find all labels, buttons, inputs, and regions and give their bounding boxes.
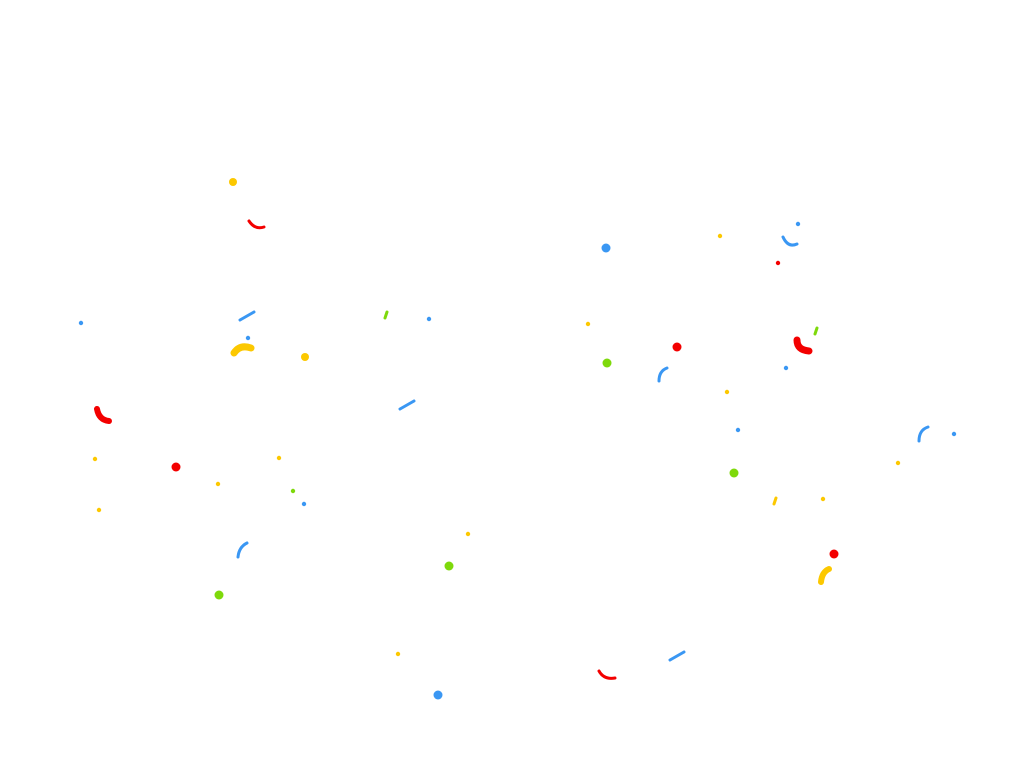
confetti-dot (433, 690, 443, 700)
confetti-dot (717, 233, 723, 239)
confetti-dot (301, 353, 309, 361)
confetti-dot (724, 389, 730, 395)
confetti-dot (276, 455, 282, 461)
confetti-dot (783, 365, 789, 371)
confetti-dash (813, 326, 819, 336)
confetti-dot (245, 335, 251, 341)
confetti-dot (672, 342, 682, 352)
confetti-dot (585, 321, 591, 327)
confetti-dot (775, 260, 781, 266)
confetti-dot (951, 431, 957, 437)
confetti-arc (247, 219, 266, 230)
confetti-comma (818, 566, 832, 585)
confetti-arc (597, 669, 617, 680)
confetti-dot (820, 496, 826, 502)
confetti-arc (236, 541, 249, 559)
confetti-dash (383, 310, 389, 320)
confetti-dot (301, 501, 307, 507)
confetti-dot (426, 316, 432, 322)
confetti-dot (795, 221, 801, 227)
confetti-dot (829, 549, 839, 559)
confetti-arc (917, 425, 930, 443)
confetti-dot (171, 462, 181, 472)
confetti-dot (465, 531, 471, 537)
confetti-dot (290, 488, 296, 494)
confetti-comma (793, 336, 813, 355)
confetti-dash (668, 650, 686, 662)
confetti-arc (781, 235, 799, 247)
confetti-layer (78, 178, 957, 700)
confetti-dot (735, 427, 741, 433)
confetti-comma (94, 406, 112, 424)
confetti-dot (214, 590, 224, 600)
confetti-dash (238, 310, 256, 322)
confetti-dot (215, 481, 221, 487)
confetti-arc (657, 366, 669, 383)
confetti-dot (395, 651, 401, 657)
confetti-dot (92, 456, 98, 462)
confetti-dot (729, 468, 739, 478)
confetti-comma (230, 343, 255, 357)
confetti-dash (772, 496, 778, 506)
confetti-dot (444, 561, 454, 571)
confetti-dot (602, 358, 612, 368)
confetti-dot (96, 507, 102, 513)
confetti-dot (78, 320, 84, 326)
confetti-dot (229, 178, 237, 186)
confetti-dash (398, 399, 416, 411)
confetti-dot (895, 460, 901, 466)
confetti-dot (601, 243, 611, 253)
